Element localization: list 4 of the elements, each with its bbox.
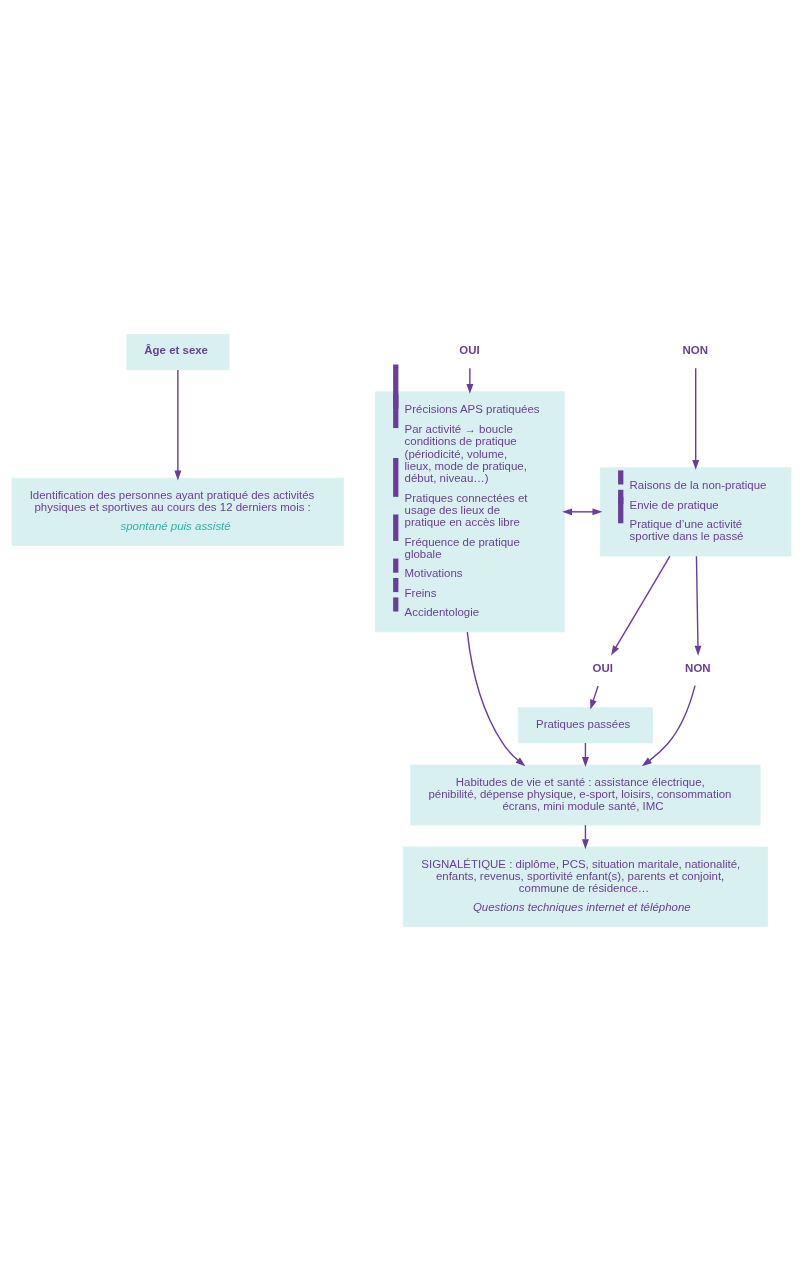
node-text: OUI <box>459 344 480 357</box>
node-text: NON <box>685 661 711 674</box>
node-text: OUI <box>592 661 613 674</box>
node-text: NON <box>682 344 708 357</box>
